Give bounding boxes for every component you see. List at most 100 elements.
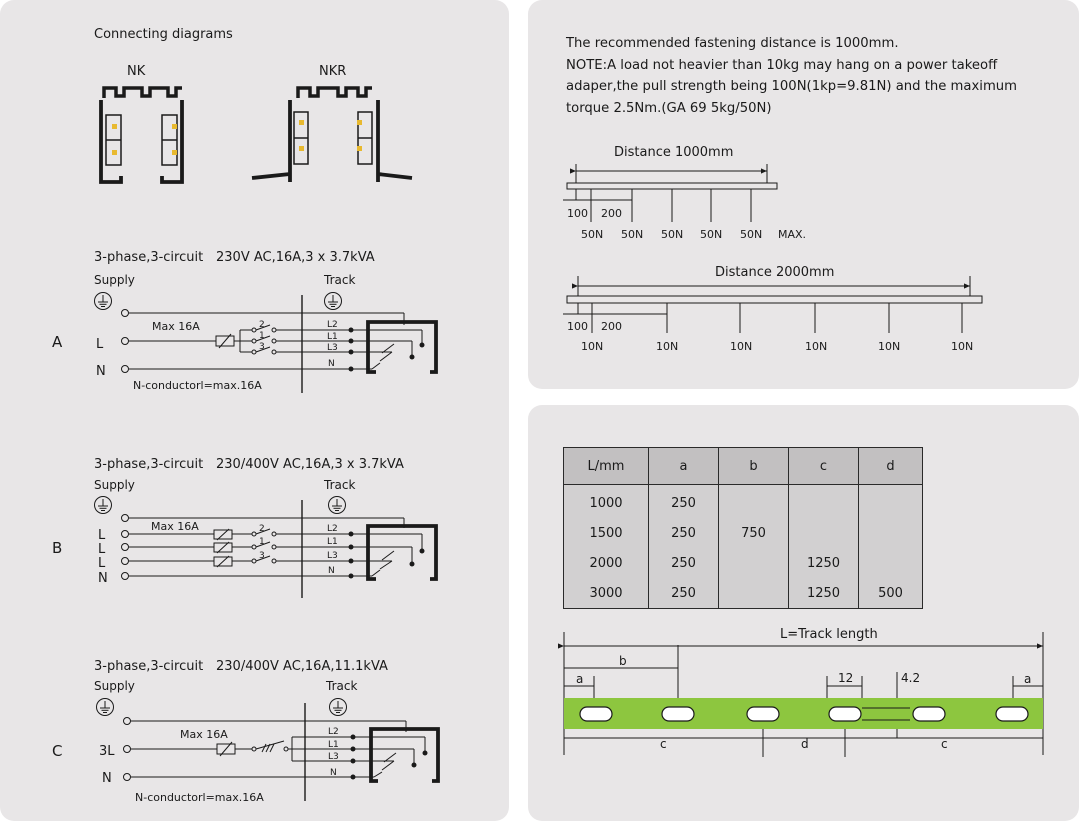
diagram-b-letter: B (52, 539, 62, 557)
diagram-c-supply-label: Supply (94, 679, 135, 693)
dim-c-right-label: c (941, 737, 948, 751)
distance-2000-label: Distance 2000mm (715, 265, 834, 280)
diagram-c-input-n: N (102, 771, 112, 786)
load-value: 50N (621, 228, 643, 241)
load-value: 50N (740, 228, 762, 241)
switch-number: 1 (259, 331, 265, 341)
column-header: c (788, 447, 859, 485)
track-line-label: L2 (327, 320, 338, 330)
diagram-a-max: Max 16A (152, 320, 200, 333)
diagram-a-track-label: Track (323, 273, 355, 287)
note-line: adaper,the pull strength being 100N(1kp=… (566, 79, 1017, 94)
switch-number: 2 (259, 524, 265, 534)
track-line-label: L1 (327, 537, 338, 547)
track-earth-icon (328, 496, 346, 514)
table-cell: 250 (648, 518, 719, 548)
diagram-b-spec: 230/400V AC,16A,3 x 3.7kVA (216, 457, 404, 472)
table-cell: 750 (718, 518, 789, 548)
load-max: MAX. (778, 228, 806, 241)
table-row: 1500 250 750 (563, 518, 923, 548)
track-earth-icon (324, 292, 342, 310)
table-cell (718, 548, 789, 578)
track-earth-icon (329, 698, 347, 716)
table-cell: 250 (648, 578, 719, 609)
dim-a-right-label: a (1024, 672, 1031, 686)
load-value: 10N (951, 340, 973, 353)
diagram-b-input-l2: L (98, 542, 106, 557)
switch-number: 3 (259, 551, 265, 561)
load-value: 50N (700, 228, 722, 241)
supply-earth-icon (94, 292, 112, 310)
track-line-label: L2 (328, 727, 339, 737)
nk-label: NK (127, 64, 146, 79)
nk-profile-drawing: NK (99, 64, 184, 184)
diagram-c-max: Max 16A (180, 728, 228, 741)
supply-earth-icon (96, 698, 114, 716)
wiring-diagram-b: 3-phase,3-circuit 230/400V AC,16A,3 x 3.… (52, 457, 438, 598)
table-cell: 2000 (563, 548, 649, 578)
distance-2000-drawing: Distance 2000mm 100 200 10N 10N 10N 10N … (563, 265, 983, 353)
fastening-load-panel (528, 0, 1079, 389)
column-header: a (648, 447, 719, 485)
load-value: 10N (581, 340, 603, 353)
note-line: torque 2.5Nm.(GA 69 5kg/50N) (566, 100, 772, 116)
wiring-diagram-c: 3-phase,3-circuit 230/400V AC,16A,11.1kV… (52, 659, 440, 804)
track-length-drawing: L=Track length (557, 627, 1044, 757)
table-cell: 500 (858, 578, 923, 609)
connecting-diagrams-panel (0, 0, 509, 821)
load-value: 50N (581, 228, 603, 241)
dim-d-label: d (801, 737, 809, 751)
diagram-b-input-l1: L (98, 528, 106, 543)
distance-1000-drawing: Distance 1000mm 100 200 50N 50N 50N 50N … (563, 145, 806, 241)
fastening-note: The recommended fastening distance is 10… (566, 33, 1030, 119)
diagram-c-footnote: N-conductorl=max.16A (135, 791, 264, 804)
diagram-a-input-n: N (96, 364, 106, 379)
dim-100: 100 (567, 207, 588, 220)
load-value: 10N (805, 340, 827, 353)
diagram-c-letter: C (52, 742, 62, 760)
track-line-label: N (330, 768, 337, 778)
diagram-a-supply-label: Supply (94, 273, 135, 287)
nkr-profile-drawing: NKR (251, 64, 413, 182)
column-header: b (718, 447, 789, 485)
diagram-b-supply-label: Supply (94, 478, 135, 492)
wiring-diagram-a: 3-phase,3-circuit 230V AC,16A,3 x 3.7kVA… (52, 250, 438, 393)
diagram-a-title: 3-phase,3-circuit (94, 250, 203, 265)
note-line: NOTE:A load not heavier than 10kg may ha… (566, 57, 998, 73)
dim-200: 200 (601, 207, 622, 220)
table-cell (858, 518, 923, 548)
track-dimensions-table: L/mm a b c d 1000 250 1500 250 750 2000 … (563, 447, 923, 609)
table-cell: 1000 (563, 484, 649, 518)
track-line-label: L1 (327, 332, 338, 342)
table-row: 1000 250 (563, 484, 923, 518)
table-cell (718, 484, 789, 518)
track-line-label: L3 (328, 752, 339, 762)
table-cell (858, 548, 923, 578)
diagram-b-input-l3: L (98, 556, 106, 571)
diagram-c-track-label: Track (325, 679, 357, 693)
table-row: 2000 250 1250 (563, 548, 923, 578)
track-line-label: L3 (327, 343, 338, 353)
dim-a-left-label: a (576, 672, 583, 686)
load-value: 10N (730, 340, 752, 353)
diagram-c-title: 3-phase,3-circuit (94, 659, 203, 674)
dim-100: 100 (567, 320, 588, 333)
connecting-diagrams-title: Connecting diagrams (94, 27, 233, 42)
table-cell (788, 484, 859, 518)
switch-number: 3 (259, 342, 265, 352)
track-line-label: L1 (328, 740, 339, 750)
column-header: d (858, 447, 923, 485)
table-cell (788, 518, 859, 548)
track-line-label: N (328, 566, 335, 576)
table-header-row: L/mm a b c d (563, 447, 923, 485)
table-cell: 250 (648, 548, 719, 578)
distance-1000-label: Distance 1000mm (614, 145, 733, 160)
table-cell: 1250 (788, 578, 859, 609)
diagram-b-track-label: Track (323, 478, 355, 492)
track-line-label: L2 (327, 524, 338, 534)
slot-length-label: 12 (838, 671, 853, 685)
track-line-label: N (328, 359, 335, 369)
table-cell: 250 (648, 484, 719, 518)
dim-c-left-label: c (660, 737, 667, 751)
supply-earth-icon (94, 496, 112, 514)
